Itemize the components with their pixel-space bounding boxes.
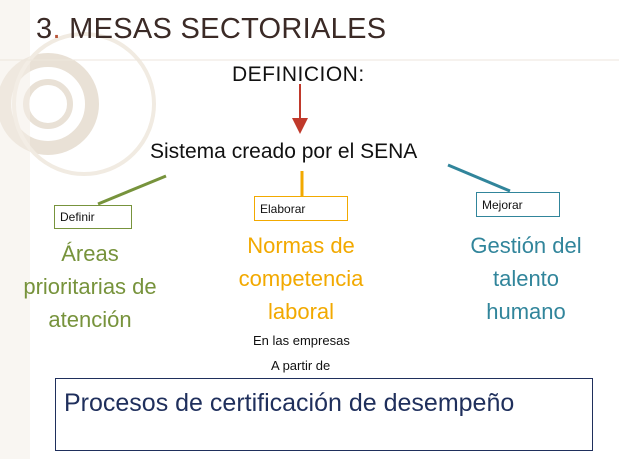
column-gestion: Gestión del talento humano <box>446 229 606 328</box>
title-text: MESAS SECTORIALES <box>60 13 387 45</box>
mejorar-connector <box>447 163 511 193</box>
gestion-line-1: Gestión del <box>470 233 582 258</box>
system-text: Sistema creado por el SENA <box>150 140 418 163</box>
definir-connector <box>97 174 167 206</box>
from-text: A partir de <box>271 358 331 373</box>
column-areas: Áreas prioritarias de atención <box>0 237 180 336</box>
tag-mejorar: Mejorar <box>476 192 560 217</box>
tag-elaborar: Elaborar <box>254 196 348 221</box>
normas-line-1: Normas de <box>247 233 355 258</box>
column-normas: Normas de competencia laboral <box>216 229 386 328</box>
slide-title: 3. MESAS SECTORIALES <box>36 13 386 46</box>
title-dot: . <box>52 13 61 45</box>
areas-line-2: prioritarias de <box>23 274 157 299</box>
gestion-line-2: talento <box>492 266 560 291</box>
result-box: Procesos de certificación de desempeño <box>55 378 593 451</box>
definition-label: DEFINICION: <box>232 63 365 86</box>
normas-line-3: laboral <box>267 299 335 324</box>
areas-line-1: Áreas <box>61 241 119 266</box>
normas-line-2: competencia <box>238 266 364 291</box>
companies-text: En las empresas <box>253 333 350 348</box>
result-text: Procesos de certificación de desempeño <box>64 389 515 417</box>
areas-line-3: atención <box>48 307 132 332</box>
title-number: 3 <box>36 13 53 45</box>
tag-definir: Definir <box>54 205 132 229</box>
gestion-line-3: humano <box>486 299 566 324</box>
